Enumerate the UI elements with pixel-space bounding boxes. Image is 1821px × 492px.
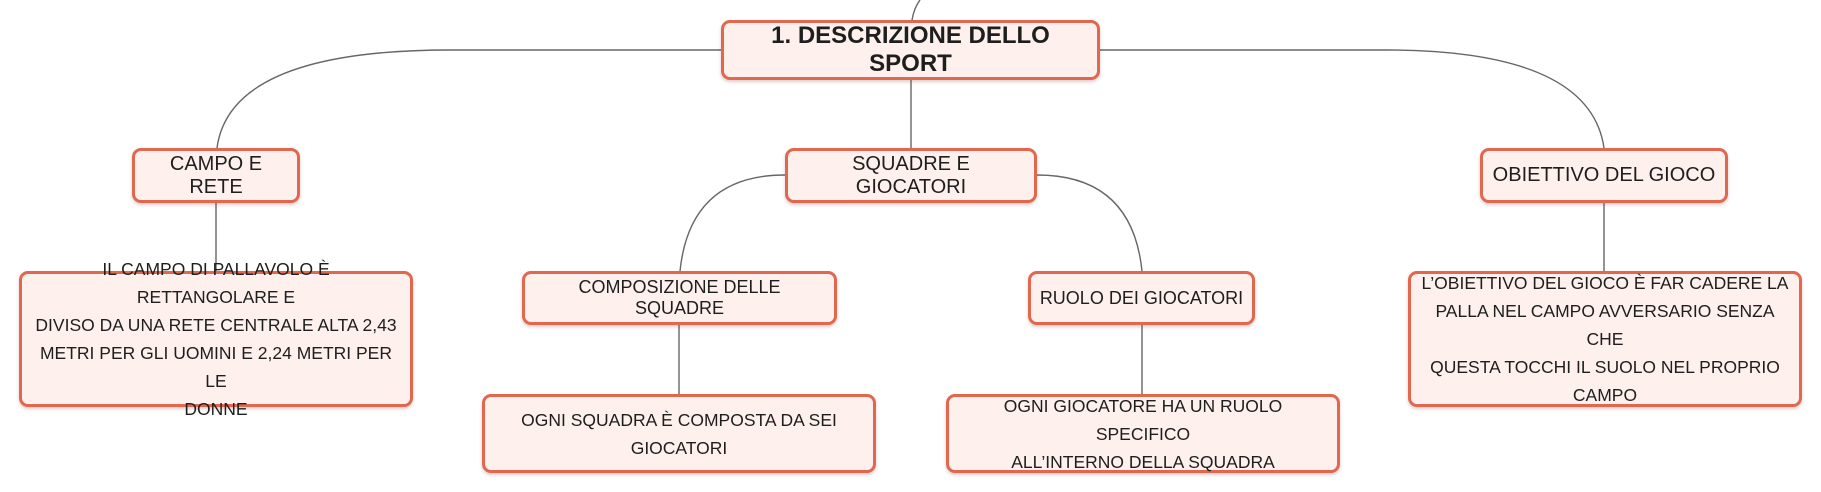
- text-line: METRI PER GLI UOMINI E 2,24 METRI PER LE: [39, 343, 392, 391]
- text-line: OGNI GIOCATORE HA UN RUOLO SPECIFICO: [1003, 395, 1283, 444]
- detail-campo-e-rete[interactable]: IL CAMPO DI PALLAVOLO È RETTANGOLARE E D…: [19, 259, 413, 419]
- detail-ruolo-giocatori[interactable]: OGNI GIOCATORE HA UN RUOLO SPECIFICO ALL…: [946, 394, 1340, 473]
- detail-giocatore-text: OGNI GIOCATORE HA UN RUOLO SPECIFICO ALL…: [957, 392, 1329, 476]
- text-line: QUESTA TOCCHI IL SUOLO NEL PROPRIO: [1430, 357, 1780, 377]
- connector-squadre-ruolo: [1036, 174, 1143, 272]
- text-line: CAMPO: [1572, 385, 1638, 405]
- topic-campo-label: CAMPO E RETE: [169, 152, 263, 198]
- topic-campo-e-rete[interactable]: CAMPO E RETE: [132, 148, 300, 203]
- detail-composizione-squadre[interactable]: OGNI SQUADRA È COMPOSTA DA SEI GIOCATORI: [482, 394, 876, 473]
- topic-squadre-label: SQUADRE E GIOCATORI: [852, 152, 970, 198]
- central-topic-node[interactable]: 1. DESCRIZIONE DELLO SPORT: [721, 20, 1100, 80]
- text-line: GIOCATORI: [630, 437, 728, 458]
- subtopic-ruolo-label: RUOLO DEI GIOCATORI: [1039, 287, 1244, 308]
- detail-campo-text: IL CAMPO DI PALLAVOLO È RETTANGOLARE E D…: [30, 255, 402, 423]
- central-topic-label: 1. DESCRIZIONE DELLO SPORT: [771, 22, 1050, 77]
- detail-obiettivo-del-gioco[interactable]: L’OBIETTIVO DEL GIOCO È FAR CADERE LA PA…: [1408, 271, 1802, 407]
- subtopic-ruolo-giocatori[interactable]: RUOLO DEI GIOCATORI: [1028, 271, 1255, 325]
- text-line: DONNE: [184, 399, 248, 419]
- connector-root-obiettivo: [1100, 49, 1605, 149]
- connector-root-parent: [911, 0, 921, 21]
- connector-squadre-composizione: [679, 174, 786, 272]
- topic-squadre-e-giocatori[interactable]: SQUADRE E GIOCATORI: [785, 148, 1037, 203]
- text-line: DIVISO DA UNA RETE CENTRALE ALTA 2,43: [35, 315, 397, 335]
- subtopic-composizione-label: COMPOSIZIONE DELLE SQUADRE: [578, 277, 781, 318]
- detail-squadra-text: OGNI SQUADRA È COMPOSTA DA SEI GIOCATORI: [521, 406, 837, 462]
- text-line: IL CAMPO DI PALLAVOLO È RETTANGOLARE E: [102, 259, 330, 307]
- subtopic-composizione-squadre[interactable]: COMPOSIZIONE DELLE SQUADRE: [522, 271, 837, 325]
- topic-obiettivo-label: OBIETTIVO DEL GIOCO: [1492, 164, 1716, 186]
- text-line: ALL’INTERNO DELLA SQUADRA: [1011, 451, 1275, 472]
- text-line: PALLA NEL CAMPO AVVERSARIO SENZA CHE: [1435, 301, 1775, 349]
- detail-obiettivo-text: L’OBIETTIVO DEL GIOCO È FAR CADERE LA PA…: [1419, 269, 1791, 409]
- text-line: L’OBIETTIVO DEL GIOCO È FAR CADERE LA: [1421, 273, 1789, 293]
- topic-obiettivo-del-gioco[interactable]: OBIETTIVO DEL GIOCO: [1480, 148, 1728, 203]
- text-line: OGNI SQUADRA È COMPOSTA DA SEI: [521, 409, 837, 430]
- connector-root-campo: [216, 49, 721, 149]
